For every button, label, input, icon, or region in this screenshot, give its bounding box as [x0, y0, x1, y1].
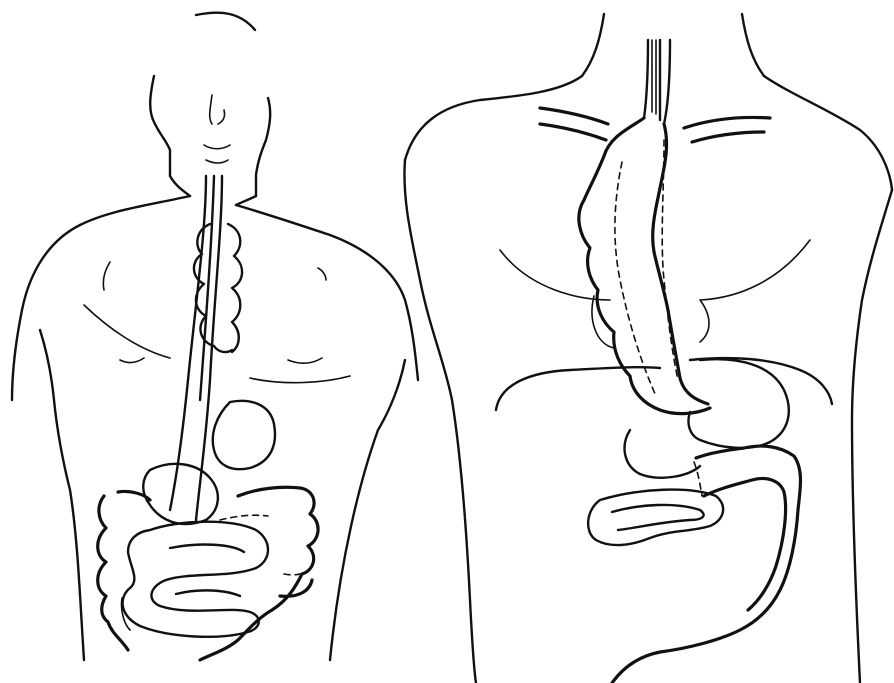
right-graft-vessel [662, 140, 678, 380]
right-right-clavicle [684, 117, 770, 142]
left-small-intestine [123, 464, 268, 637]
left-face-nose [210, 95, 225, 124]
right-panel [404, 14, 892, 683]
right-esophagus [644, 40, 670, 124]
right-torso-sides [404, 160, 892, 683]
right-esophagus-stripes [652, 40, 656, 114]
right-duodenum [625, 430, 700, 478]
left-stomach [213, 401, 275, 469]
right-small-bowel [588, 490, 723, 545]
right-graft-centerline [615, 162, 656, 396]
right-large-intestine [612, 446, 801, 683]
left-panel [12, 13, 418, 660]
right-left-clavicle [540, 108, 608, 140]
left-face-mouth [204, 145, 230, 163]
